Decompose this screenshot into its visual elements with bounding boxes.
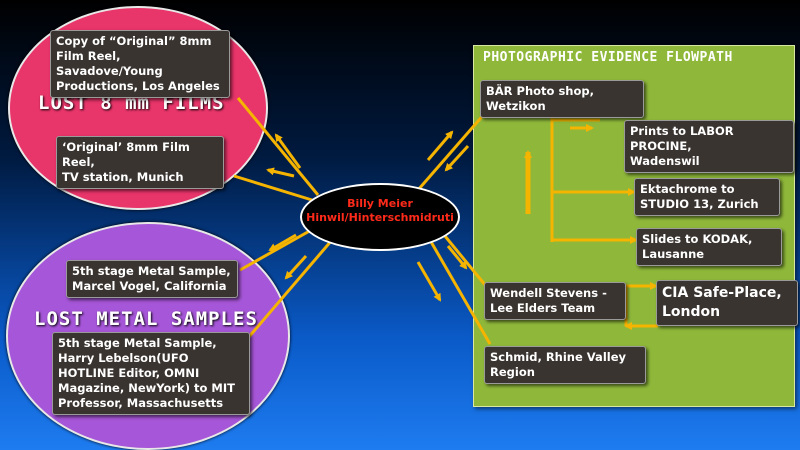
- box-cia: CIA Safe-Place, London: [656, 280, 798, 326]
- box-kodak: Slides to KODAK, Lausanne: [636, 228, 782, 266]
- center-node-billy-meier: Billy Meier Hinwil/Hinterschmidruti: [300, 183, 460, 251]
- link-stevens: [438, 229, 488, 287]
- arrow-to-metal-1: [268, 233, 297, 252]
- link-films-top: [236, 97, 320, 196]
- arrow-to-films-1: [274, 133, 302, 169]
- link-photo-shop: [416, 111, 488, 191]
- arrow-to-schmid: [416, 261, 442, 302]
- box-wendell-stevens: Wendell Stevens - Lee Elders Team: [484, 282, 626, 320]
- lost-metal-title: LOST METAL SAMPLES: [34, 308, 258, 330]
- metal-box-vogel: 5th stage Metal Sample, Marcel Vogel, Ca…: [66, 260, 238, 298]
- arrow-to-photo-shop: [426, 130, 454, 161]
- box-labor-procine: Prints to LABOR PROCINE, Wadenswil: [624, 120, 794, 173]
- arrow-from-photo-shop: [444, 144, 470, 172]
- link-metal-bottom: [246, 239, 334, 339]
- link-schmid: [428, 239, 492, 345]
- flowpath-title: PHOTOGRAPHIC EVIDENCE FLOWPATH: [483, 50, 733, 65]
- link-films-bottom: [233, 174, 313, 202]
- box-photo-shop: BÄR Photo shop, Wetzikon: [480, 80, 644, 118]
- center-name: Billy Meier: [347, 197, 413, 210]
- arrow-to-metal-2: [284, 254, 308, 280]
- center-location: Hinwil/Hinterschmidruti: [306, 211, 454, 224]
- arrow-to-films-2: [266, 167, 295, 178]
- box-schmid: Schmid, Rhine Valley Region: [484, 346, 646, 384]
- box-studio-13: Ektachrome to STUDIO 13, Zurich: [634, 178, 780, 216]
- film-box-los-angeles: Copy of “Original” 8mm Film Reel, Savado…: [50, 30, 230, 98]
- arrow-to-stevens: [446, 245, 468, 270]
- film-box-munich: ‘Original’ 8mm Film Reel, TV station, Mu…: [56, 136, 224, 189]
- metal-box-lebelson: 5th stage Metal Sample, Harry Lebelson(U…: [52, 332, 250, 415]
